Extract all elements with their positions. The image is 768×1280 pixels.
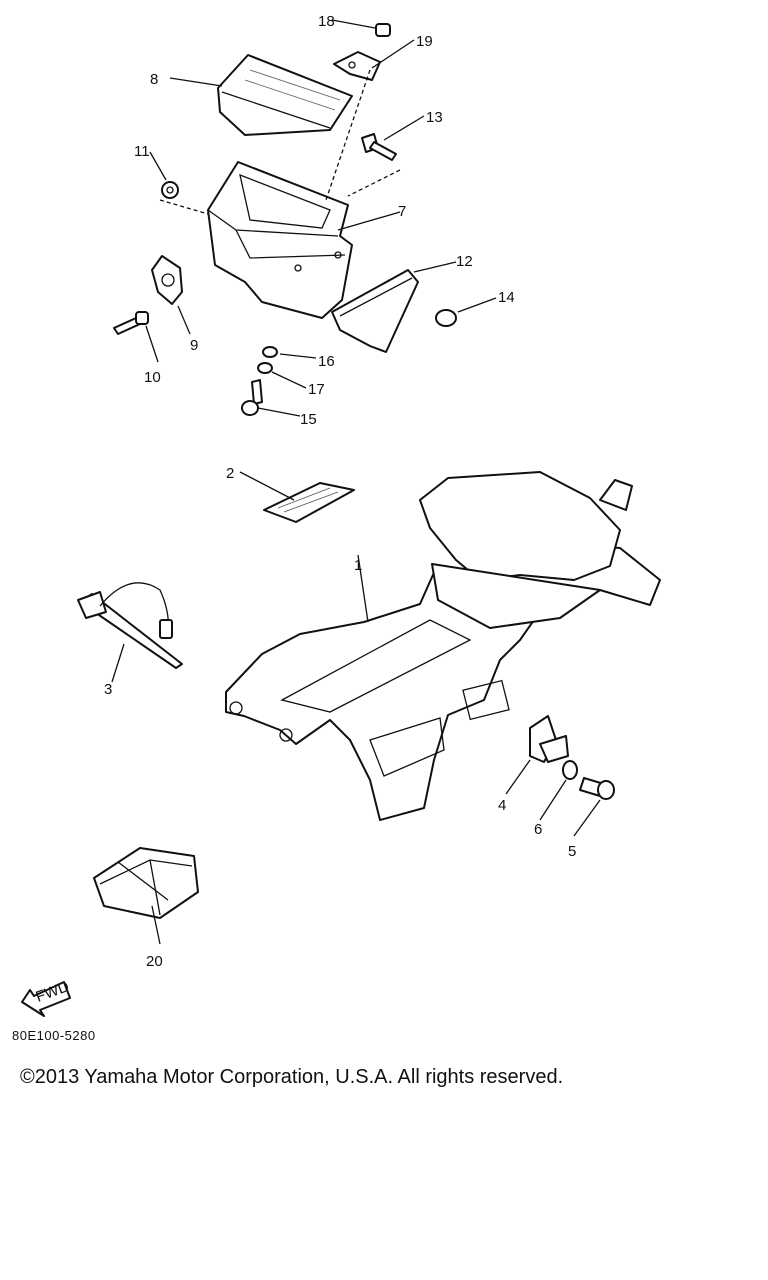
part-14-cap-nut	[435, 309, 457, 327]
part-18-nut	[375, 23, 391, 37]
diagram-code: 80E100-5280	[12, 1028, 96, 1043]
part-4-clip	[529, 715, 569, 763]
callout-14: 14	[498, 289, 515, 306]
part-10-screw	[113, 311, 149, 335]
exploded-parts-diagram: FWD 1 2 3 4 5 6 7 8 9 10	[21, 13, 661, 1017]
callout-6: 6	[534, 821, 542, 838]
part-9-gasket	[151, 255, 183, 305]
callout-20: 20	[146, 953, 163, 970]
part-15-bolt	[241, 379, 263, 416]
leader-lines	[111, 19, 601, 945]
part-1-frame-body	[225, 471, 661, 821]
callout-1: 1	[354, 557, 362, 574]
part-17-washer	[257, 362, 273, 374]
fwd-arrow-icon: FWD	[21, 978, 72, 1017]
part-20-coupler	[93, 847, 199, 919]
part-19-bracket	[333, 51, 381, 81]
callout-8: 8	[150, 71, 158, 88]
part-7-battery-box	[207, 161, 353, 319]
callout-16: 16	[318, 353, 335, 370]
callout-3: 3	[104, 681, 112, 698]
callout-19: 19	[416, 33, 433, 50]
part-2-label	[263, 482, 355, 523]
callout-5: 5	[568, 843, 576, 860]
callout-4: 4	[498, 797, 506, 814]
callout-7: 7	[398, 203, 406, 220]
part-6-washer	[562, 760, 578, 780]
callout-13: 13	[426, 109, 443, 126]
callout-17: 17	[308, 381, 325, 398]
callout-10: 10	[144, 369, 161, 386]
callout-9: 9	[190, 337, 198, 354]
part-3-rod-tool	[77, 582, 183, 669]
part-13-bolt	[361, 133, 397, 161]
part-5-bolt	[579, 777, 615, 800]
callout-15: 15	[300, 411, 317, 428]
part-11-nut	[161, 181, 179, 199]
part-12-strap	[331, 269, 419, 353]
callout-11: 11	[134, 143, 150, 160]
callout-2: 2	[226, 465, 234, 482]
callout-numbers: 1 2 3 4 5 6 7 8 9 10 11 12 13 14 15 16 1…	[104, 13, 576, 970]
callout-12: 12	[456, 253, 473, 270]
part-16-washer	[262, 346, 278, 358]
copyright-notice: ©2013 Yamaha Motor Corporation, U.S.A. A…	[20, 1066, 564, 1088]
part-8-battery-cover	[217, 54, 353, 136]
callout-18: 18	[318, 13, 335, 30]
